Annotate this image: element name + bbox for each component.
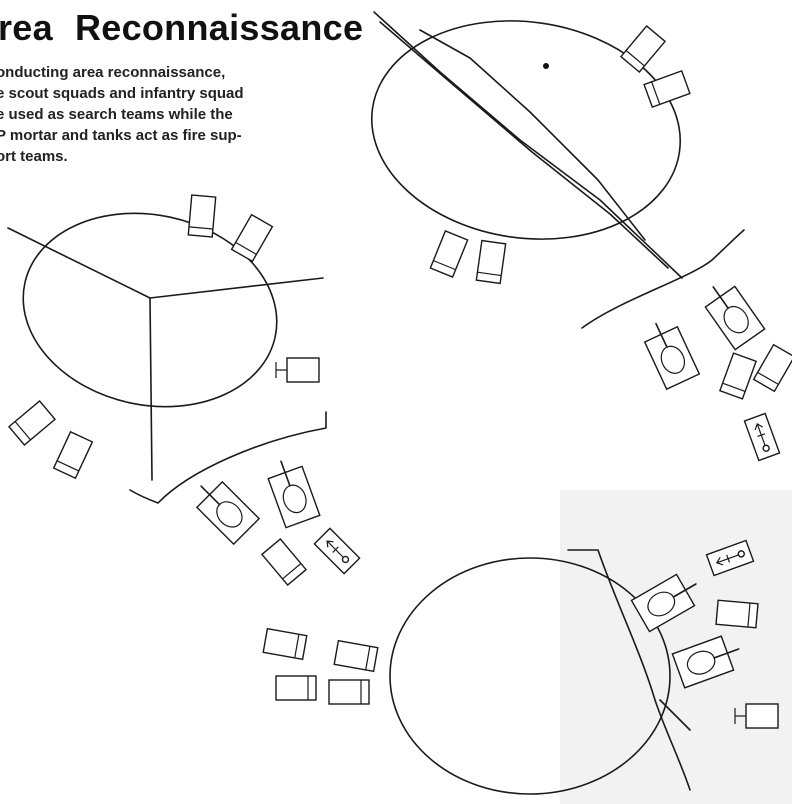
search-team-vehicle [275, 675, 317, 701]
search-team-vehicle [52, 431, 94, 479]
road-line [379, 21, 669, 269]
tank-fire-support [638, 315, 701, 390]
search-team-vehicle [262, 628, 308, 660]
road-area-scenario [370, 11, 792, 462]
bottom-area-scenario [262, 490, 792, 804]
caption-line: e used as search teams while the [0, 106, 233, 123]
tank-fire-support [263, 454, 321, 529]
phase-line [659, 699, 691, 731]
search-team-vehicle [187, 194, 217, 238]
search-team-vehicle [333, 640, 379, 672]
road-line [419, 29, 646, 241]
divided-area-scenario [7, 194, 361, 586]
objective-area-outline [370, 20, 682, 240]
caption-line: P mortar and tanks act as fire sup- [0, 127, 242, 144]
sector-boundary [7, 227, 151, 299]
support-vehicle [261, 538, 307, 586]
support-vehicle [752, 343, 792, 393]
search-team-vehicle [429, 230, 469, 278]
objective-area-outline [22, 212, 278, 408]
objective-area-outline [389, 557, 671, 795]
sector-boundary [149, 297, 153, 481]
mortar-carrier [313, 527, 361, 575]
caption: onducting area reconnaissance, e scout s… [0, 62, 244, 167]
tank-fire-support [187, 472, 260, 545]
phase-line [581, 229, 745, 329]
search-team-vehicle [475, 239, 507, 285]
point-marker [543, 63, 549, 69]
command-vehicle [275, 357, 320, 383]
search-team-vehicle [8, 400, 56, 446]
caption-line: ort teams. [0, 148, 68, 165]
speckled-region [560, 490, 792, 804]
caption-line: onducting area reconnaissance, [0, 64, 226, 81]
title-word-1: rea [0, 7, 53, 48]
phase-line [129, 411, 327, 504]
search-team-vehicle [328, 679, 370, 705]
mortar-carrier [743, 412, 781, 462]
road-line [373, 11, 683, 279]
title-word-2: Reconnaissance [74, 7, 364, 48]
phase-line [567, 549, 691, 791]
tank-fire-support [697, 275, 766, 351]
support-vehicle [719, 352, 757, 400]
page-title: rea Reconnaissance [0, 10, 363, 46]
support-vehicle [715, 599, 759, 629]
caption-line: e scout squads and infantry squad [0, 85, 244, 102]
search-team-vehicle [620, 25, 666, 73]
sector-boundary [149, 277, 324, 299]
search-team-vehicle [230, 213, 274, 263]
